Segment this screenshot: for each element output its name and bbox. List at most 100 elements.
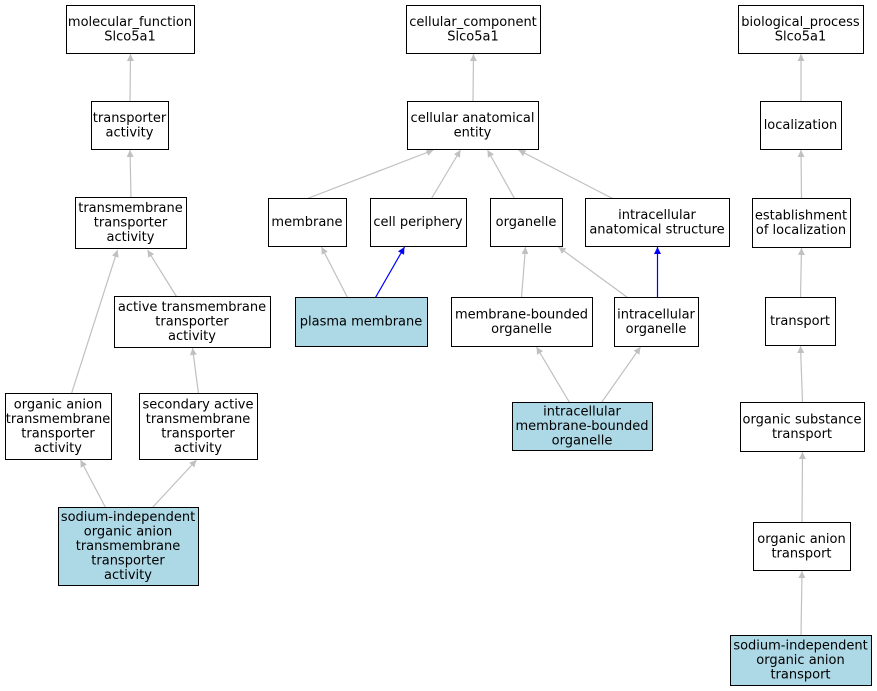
node-transport[interactable]: transport: [765, 297, 836, 346]
edge-active-tm-transporter-activity-to-tm-transporter-activity: [146, 249, 178, 297]
node-label-line: intracellular: [543, 405, 621, 420]
node-label-line: sodium-independent: [61, 510, 195, 525]
edge-na-indep-oa-tm-transporter-activity-to-organic-anion-tm-transporter-activity: [79, 459, 107, 508]
node-label-line: transmembrane: [78, 201, 183, 216]
node-box: [58, 507, 199, 586]
edge-organelle-to-cellular-anatomical-entity: [486, 149, 516, 199]
node-box: [139, 393, 258, 460]
node-box: [295, 297, 428, 347]
node-box: [114, 296, 271, 348]
edge: [797, 149, 805, 199]
node-label-line: cellular_component: [409, 15, 537, 30]
node-localization[interactable]: localization: [760, 101, 842, 150]
node-label-line: organic anion: [756, 653, 844, 668]
node-label-line: cellular anatomical: [411, 111, 535, 126]
node-box: [752, 198, 851, 248]
node-organelle[interactable]: organelle: [490, 198, 563, 247]
node-box: [765, 297, 836, 346]
edge: [797, 247, 805, 298]
edge: [307, 149, 434, 200]
node-box: [91, 101, 169, 150]
node-label-line: entity: [454, 125, 492, 140]
edge-cellular-anatomical-entity-to-cc-root: [469, 53, 477, 102]
edge: [798, 570, 806, 636]
node-box: [406, 5, 541, 54]
edge-intracellular-organelle-to-organelle: [558, 246, 628, 298]
node-plasma-membrane[interactable]: plasma membrane: [295, 297, 428, 347]
node-label-line: intracellular: [617, 307, 695, 322]
node-label-line: organic anion: [14, 397, 102, 412]
node-box: [451, 297, 593, 347]
edge: [79, 459, 107, 508]
node-box: [738, 5, 864, 54]
node-label-line: membrane-bounded: [455, 307, 588, 322]
nodes-layer: molecular_functionSlco5a1transporteracti…: [5, 5, 872, 686]
edge-organic-anion-transport-to-organic-substance-transport: [798, 451, 806, 523]
node-label-line: transmembrane: [76, 539, 181, 554]
edge: [798, 451, 806, 523]
edge-transport-to-establishment-of-localization: [797, 247, 805, 298]
edge: [797, 345, 805, 403]
node-label-line: transporter: [21, 426, 95, 441]
node-label-line: transport: [770, 314, 830, 329]
node-label-line: of localization: [756, 223, 846, 238]
node-label-line: anatomical structure: [589, 222, 724, 237]
node-label-line: transporter: [93, 111, 167, 126]
node-label-line: Slco5a1: [775, 29, 826, 44]
node-box: [75, 197, 187, 249]
node-box: [730, 635, 872, 686]
node-cell-periphery[interactable]: cell periphery: [370, 198, 467, 247]
edge-na-indep-oa-tm-transporter-activity-to-secondary-active-tm-transporter-activity: [152, 459, 197, 508]
node-label-line: transport: [771, 546, 831, 561]
edge: [601, 346, 641, 403]
edge-establishment-of-localization-to-localization: [797, 149, 805, 199]
edge-intracellular-anatomical-structure-to-cellular-anatomical-entity: [518, 149, 613, 200]
edge-organic-substance-transport-to-transport: [797, 345, 805, 403]
node-label-line: organic anion: [757, 532, 845, 547]
node-label-line: Slco5a1: [104, 29, 155, 44]
node-label-line: organic anion: [84, 525, 172, 540]
node-label-line: sodium-independent: [733, 639, 867, 654]
node-box: [407, 101, 539, 150]
edge: [320, 246, 349, 298]
node-label-line: activity: [174, 441, 222, 456]
edge: [126, 53, 134, 102]
node-label-line: transporter: [155, 315, 229, 330]
edge: [374, 246, 406, 298]
node-box: [490, 198, 563, 247]
node-label-line: molecular_function: [68, 15, 192, 30]
node-label-line: active transmembrane: [118, 300, 266, 315]
node-label-line: organelle: [491, 322, 552, 337]
node-organic-anion-tm-transporter-activity[interactable]: organic aniontransmembranetransporteract…: [5, 393, 112, 460]
edge-plasma-membrane-to-membrane: [320, 246, 349, 298]
node-box: [753, 522, 851, 571]
node-box: [66, 5, 195, 54]
edge-cell-periphery-to-cellular-anatomical-entity: [430, 149, 462, 199]
node-box: [585, 198, 730, 247]
node-label-line: intracellular: [618, 208, 696, 223]
node-label-line: transporter: [94, 216, 168, 231]
edge: [126, 149, 134, 198]
node-box: [268, 198, 347, 247]
node-label-line: activity: [34, 441, 82, 456]
node-secondary-active-tm-transporter-activity[interactable]: secondary activetransmembranetransporter…: [139, 393, 258, 460]
node-label-line: transmembrane: [146, 412, 251, 427]
node-membrane[interactable]: membrane: [268, 198, 347, 247]
